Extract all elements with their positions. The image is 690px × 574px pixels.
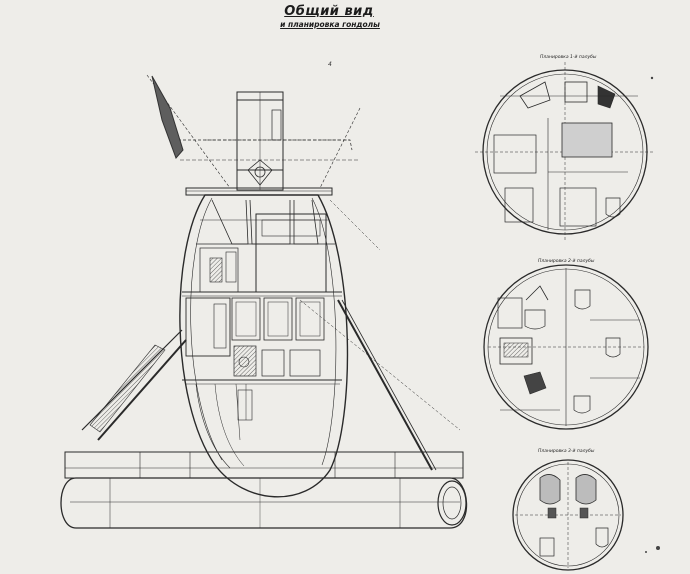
fin-smudge (151, 75, 184, 159)
deck-plan-3-caption: Планировка 3-й палубы (538, 448, 595, 454)
scan-artifacts (645, 76, 660, 553)
drawing-title: Общий вид (284, 4, 374, 19)
drawing-title-block: Общий вид и планировка гондолы (0, 4, 690, 29)
page-number: 4 (328, 61, 332, 68)
deck-plan-1: Планировка 1-й палубы (475, 54, 655, 242)
deck-plan-1-caption: Планировка 1-й палубы (540, 54, 597, 60)
deck-plan-3: Планировка 3-й палубы (512, 448, 624, 571)
drawing-subtitle: и планировка гондолы (280, 20, 380, 29)
deck-plan-2: Планировка 2-й палубы (483, 258, 649, 430)
deck-plan-2-caption: Планировка 2-й палубы (538, 258, 595, 264)
gondola-side-view (60, 74, 468, 529)
